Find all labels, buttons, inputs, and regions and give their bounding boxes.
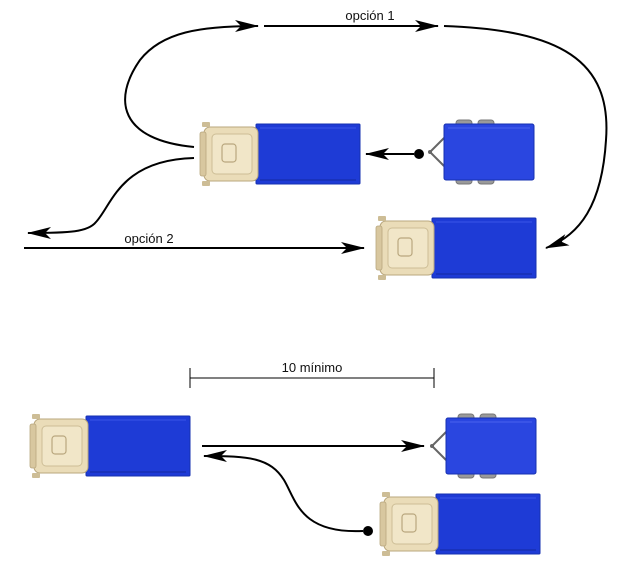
trailer-top: [427, 119, 535, 185]
return-arrow: [203, 450, 364, 533]
route-option2-exit: [27, 157, 195, 239]
label-option2: opción 2: [124, 231, 173, 246]
hitch-dot: [414, 149, 424, 159]
truck-right: [375, 215, 537, 281]
hitch-dot-bottom: [363, 526, 373, 536]
truck-coupled-top: [199, 121, 361, 187]
trailer-bottom: [429, 413, 537, 479]
truck-bottom-left: [29, 413, 191, 479]
label-option1: opción 1: [345, 8, 394, 23]
route-option1-left-arc: [124, 20, 259, 148]
route-option1-right-arc: [443, 25, 608, 249]
truck-bottom-right: [379, 491, 541, 557]
label-minimum: 10 mínimo: [282, 360, 343, 375]
